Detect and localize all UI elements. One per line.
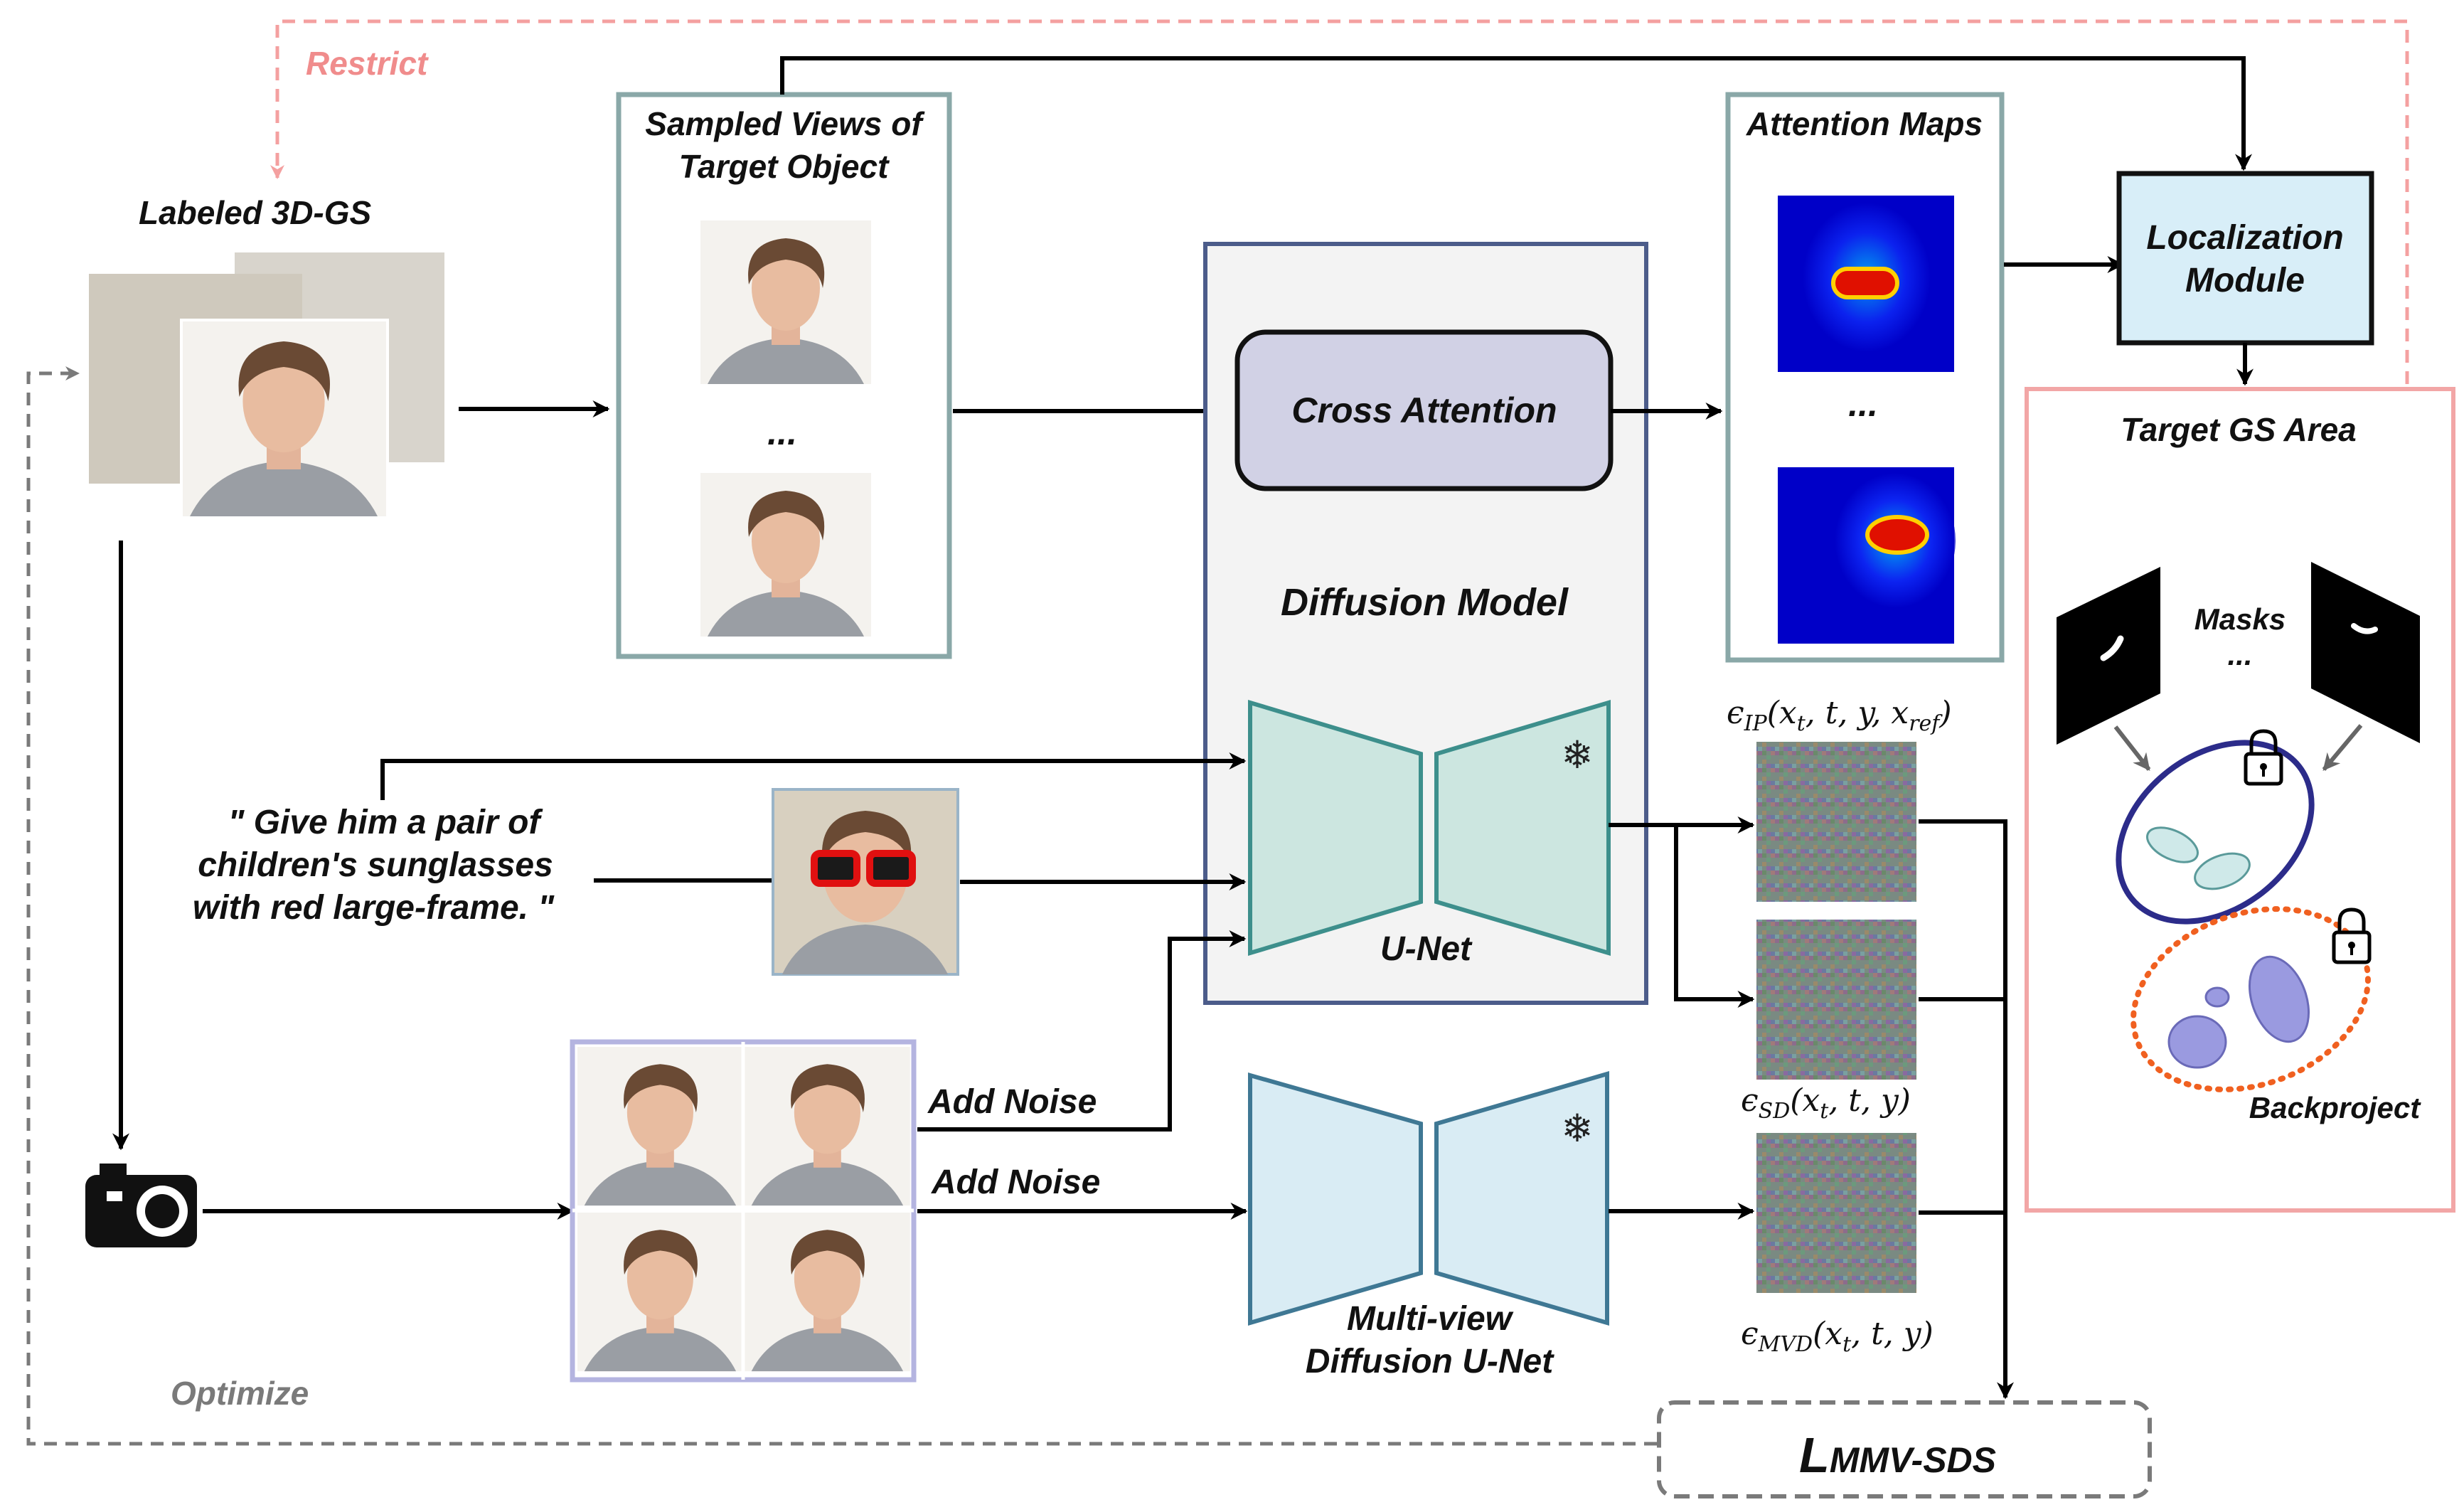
eps-ip-label: ϵIP(xt, t, y, xref) [1727,695,1952,736]
optimize-arrow [26,366,1657,1446]
unet-label: U-Net [1380,930,1473,968]
sampled-view-image-1 [700,220,871,384]
arrow-mask-right [2322,724,2363,771]
attention-map-1 [1778,196,1954,372]
masks-label: Masks [2194,602,2286,636]
attention-map-2 [1778,467,1956,644]
loss-box [1657,1400,2152,1498]
arrow-views-to-localization [780,56,2252,171]
mv-unet-label-2: Diffusion U-Net [1306,1343,1554,1380]
multiview-unet-block: ❄ [1248,1071,1609,1326]
optimize-label: Optimize [171,1375,309,1412]
mv-unet-label-1: Multi-view [1347,1300,1514,1338]
reference-image [772,788,959,976]
add-noise-label-1: Add Noise [927,1083,1097,1121]
sampled-view-image-2 [700,473,871,637]
lock-icon-2 [2332,907,2372,964]
prompt-line-1: " Give him a pair of [228,804,543,841]
mask-right [2311,562,2420,743]
masks-ellipsis: ... [2227,638,2252,671]
arrow-unet-to-noise-sd [1674,825,1755,1008]
backproject-label: Backproject [2249,1091,2421,1124]
labeled-3dgs-title: Labeled 3D-GS [139,194,372,231]
noise-mvd [1756,1133,1916,1293]
localization-label-1: Localization [2146,219,2343,257]
cross-attention-label: Cross Attention [1291,390,1557,430]
attention-maps-ellipsis: ... [1848,384,1878,424]
attention-maps-title: Attention Maps [1746,105,1983,142]
localization-label-2: Module [2185,262,2305,299]
restrict-arrow [270,19,2409,384]
lock-icon-1 [2244,729,2283,786]
target-gs-area-title: Target GS Area [2121,411,2356,448]
eps-sd-label: ϵSD(xt, t, y) [1741,1082,1911,1124]
sampled-views-title-2: Target Object [679,148,890,185]
arrow-noise-to-loss [1919,819,2014,1400]
multiview-grid [570,1039,917,1383]
diffusion-model-label: Diffusion Model [1281,581,1569,624]
masked-gaussians [2116,740,2315,925]
eps-mvd-label: ϵMVD(xt, t, y) [1741,1316,1934,1357]
restrict-label: Restrict [306,45,429,82]
sampled-views-ellipsis: ... [767,412,797,452]
unet-snowflake-icon: ❄ [1561,733,1593,777]
sampled-views-title-1: Sampled Views of [645,105,925,142]
camera-icon [85,1164,197,1247]
arrow-mask-left [2113,725,2151,771]
mv-unet-snowflake-icon: ❄ [1561,1106,1593,1151]
add-noise-label-2: Add Noise [931,1164,1100,1201]
noise-ip [1756,742,1916,902]
unet-block: ❄ [1248,699,1611,957]
prompt-line-3: with red large-frame. " [193,889,555,927]
labeled-3dgs-images [89,252,444,524]
noise-sd [1756,920,1916,1080]
arrow-noise-to-unet [917,930,1247,1132]
localization-module-box [2116,171,2374,346]
prompt-line-2: children's sunglasses [198,846,553,884]
loss-label: LMMV-SDS [1799,1427,1996,1483]
arrow-prompt-to-unet [380,752,1247,800]
